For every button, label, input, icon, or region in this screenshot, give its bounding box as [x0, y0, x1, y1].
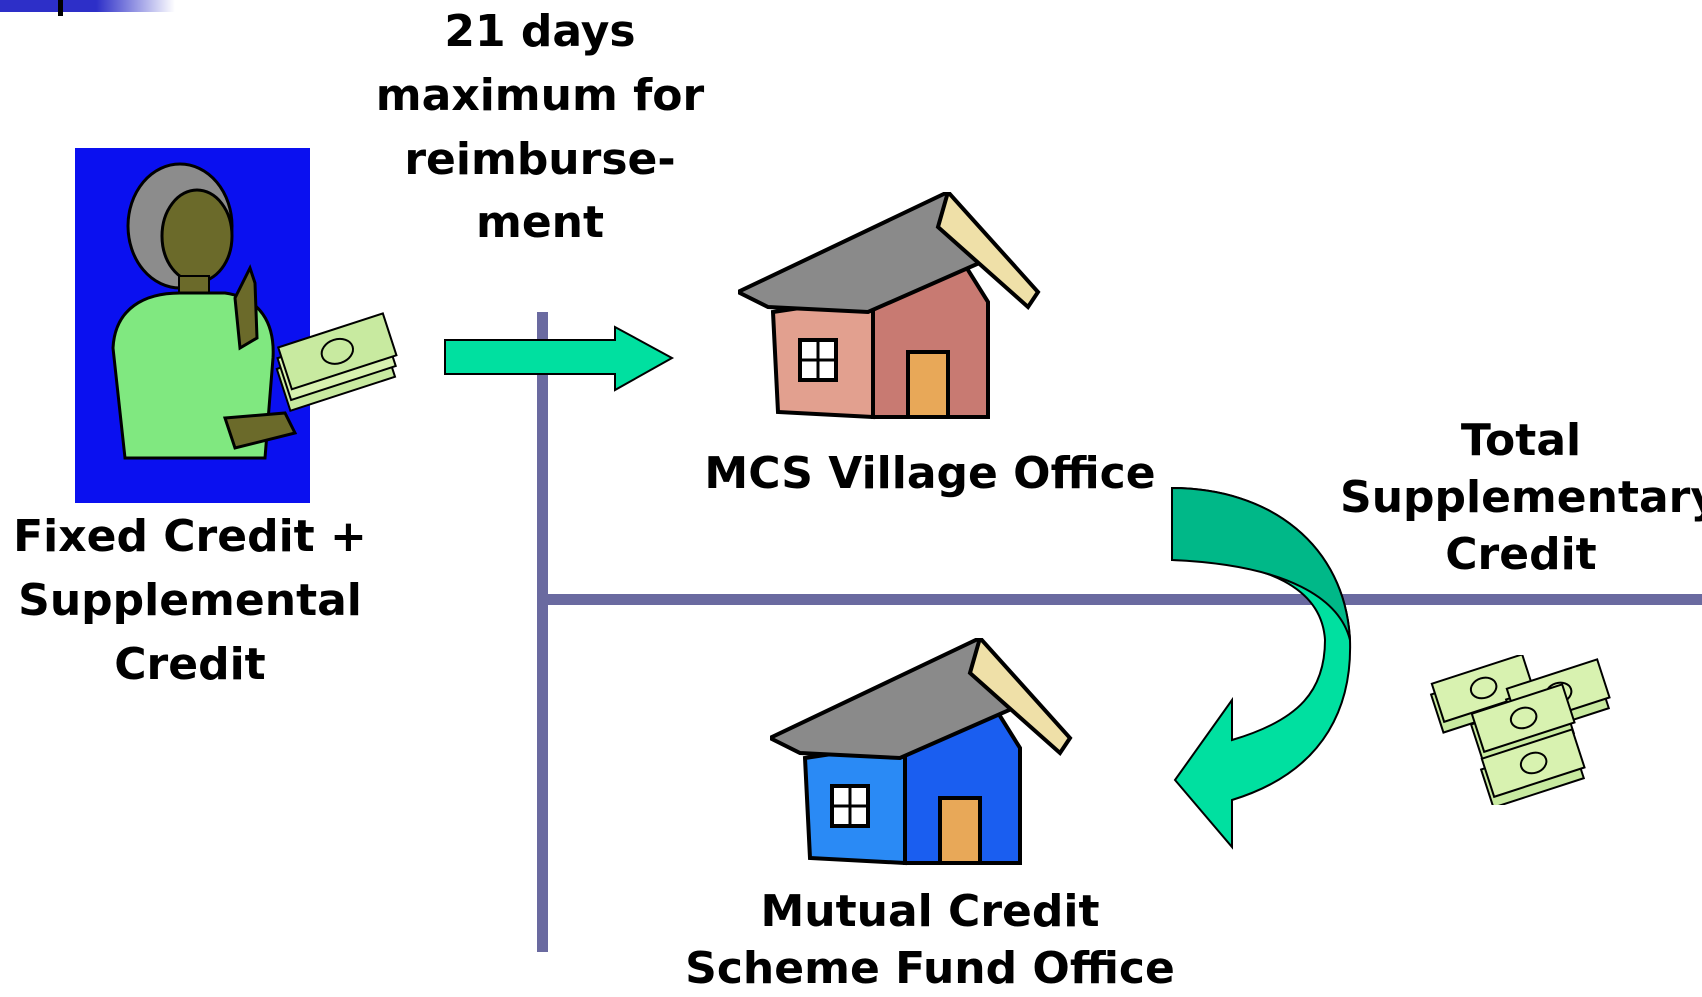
fund-office-label: Mutual Credit Scheme Fund Office: [685, 886, 1175, 995]
slide-corner-bar: [0, 0, 175, 12]
slide-corner-tick: [58, 0, 63, 16]
timeline-label: 21 days maximum for reimburse- ment: [375, 6, 705, 249]
total-credit-label: Total Supplementary Credit: [1340, 415, 1702, 581]
village-office-label: MCS Village Office: [704, 448, 1156, 499]
arrow-to-village-office: [444, 325, 675, 392]
vertical-divider: [537, 312, 548, 952]
village-house-icon: [738, 192, 1041, 420]
horizontal-divider: [548, 594, 1702, 605]
money-stack-icon: [1429, 655, 1611, 805]
curved-arrow-to-fund-office: [1171, 486, 1352, 850]
fund-house-icon: [770, 638, 1073, 866]
person-label: Fixed Credit + Supplemental Credit: [13, 511, 367, 690]
person-with-money-icon: [75, 148, 398, 503]
